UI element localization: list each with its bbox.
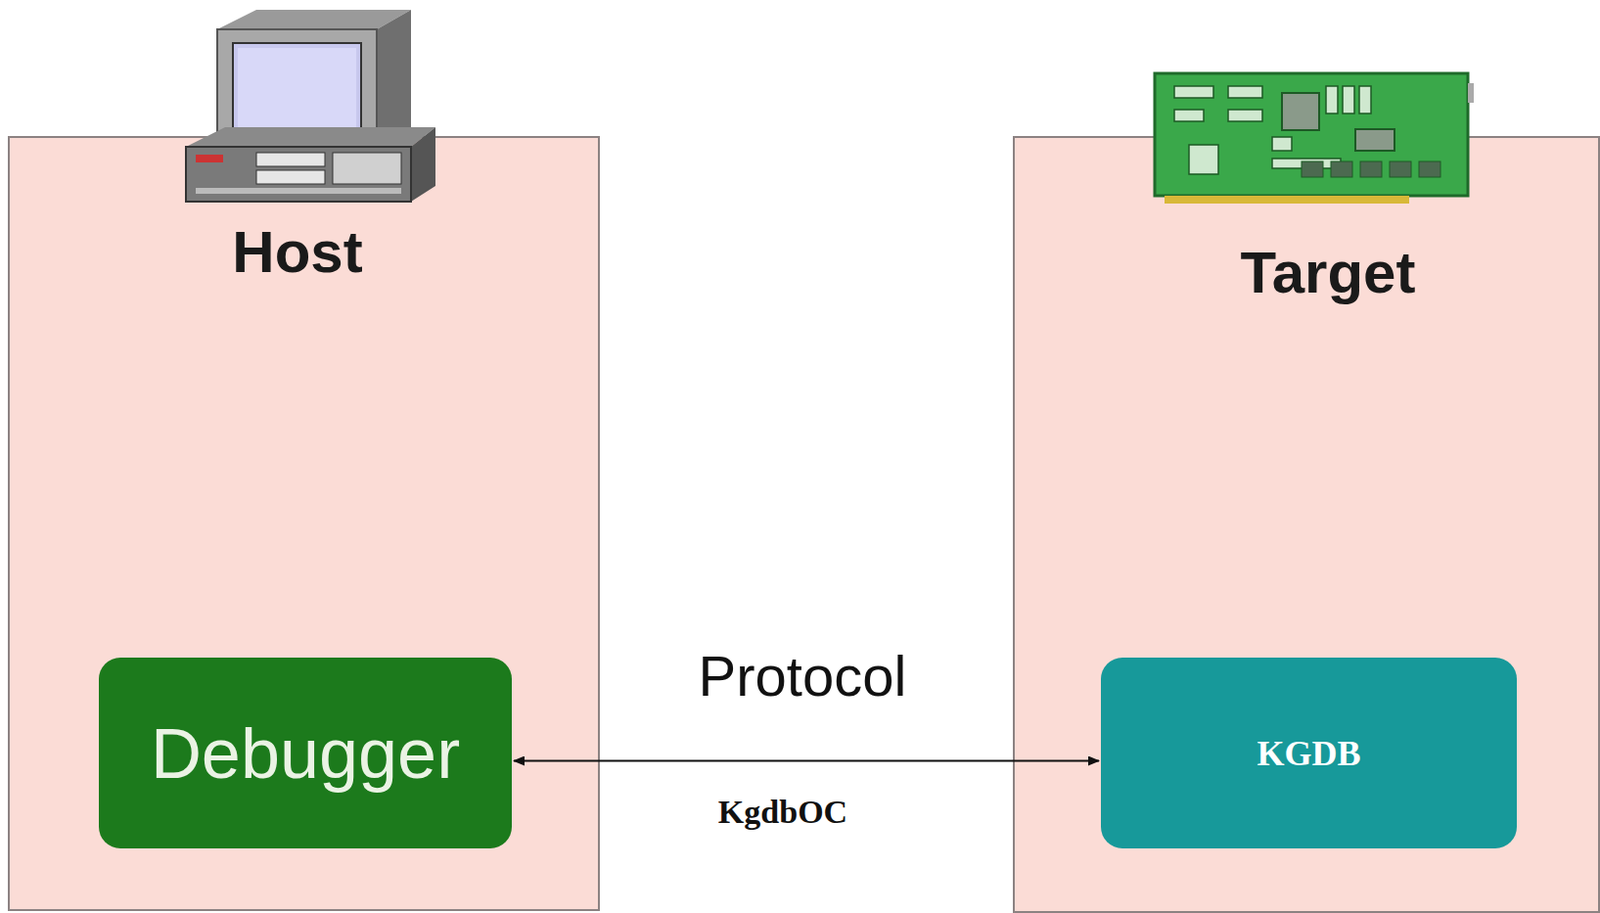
panel-title: Host bbox=[231, 218, 363, 286]
protocol-name: KgdbOC bbox=[718, 793, 848, 831]
connector-arrow bbox=[513, 760, 1099, 763]
box-label: KGDB bbox=[1256, 732, 1361, 775]
computer-icon bbox=[185, 9, 436, 202]
circuit-board-icon bbox=[1154, 73, 1474, 204]
host-panel: HostDebugger bbox=[7, 136, 600, 912]
edge-label: Protocol bbox=[698, 641, 908, 708]
target-panel: TargetKGDB bbox=[1012, 136, 1600, 913]
kgdb-box: KGDB bbox=[1100, 657, 1517, 849]
box-label: Debugger bbox=[150, 713, 460, 794]
panel-title: Target bbox=[1240, 238, 1417, 307]
debugger-box: Debugger bbox=[98, 657, 512, 849]
